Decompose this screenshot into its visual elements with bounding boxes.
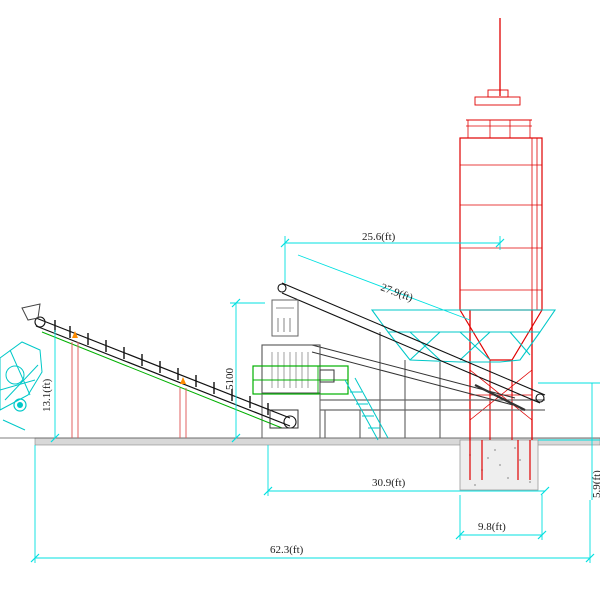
aggregate-batcher — [370, 309, 557, 363]
dim-label-conveyor-incline: 27.9(ft) — [379, 282, 415, 305]
dim-label-total-length: 62.3(ft) — [270, 544, 304, 556]
mixer-unit — [252, 299, 389, 441]
batcher-frame — [320, 332, 545, 438]
dim-label-silo-to-plant: 30.9(ft) — [372, 477, 406, 489]
truck-mixer — [0, 341, 43, 431]
dim-label-belt-length: 25.6(ft) — [362, 231, 396, 243]
dim-label-silo-base: 9.8(ft) — [478, 521, 506, 533]
dim-label-discharge-height: 13.1(ft) — [41, 378, 53, 412]
ground — [0, 437, 600, 446]
screw-conveyor — [311, 344, 526, 411]
dim-label-pit-depth: 5.9(ft) — [591, 470, 600, 498]
batching-belt-conveyor — [277, 282, 546, 404]
conveyor-supports — [71, 331, 187, 438]
silo-foundation-pit — [459, 439, 539, 491]
dimension-ticks — [30, 238, 595, 563]
dim-label-mixer-height: 5100 — [224, 368, 236, 391]
